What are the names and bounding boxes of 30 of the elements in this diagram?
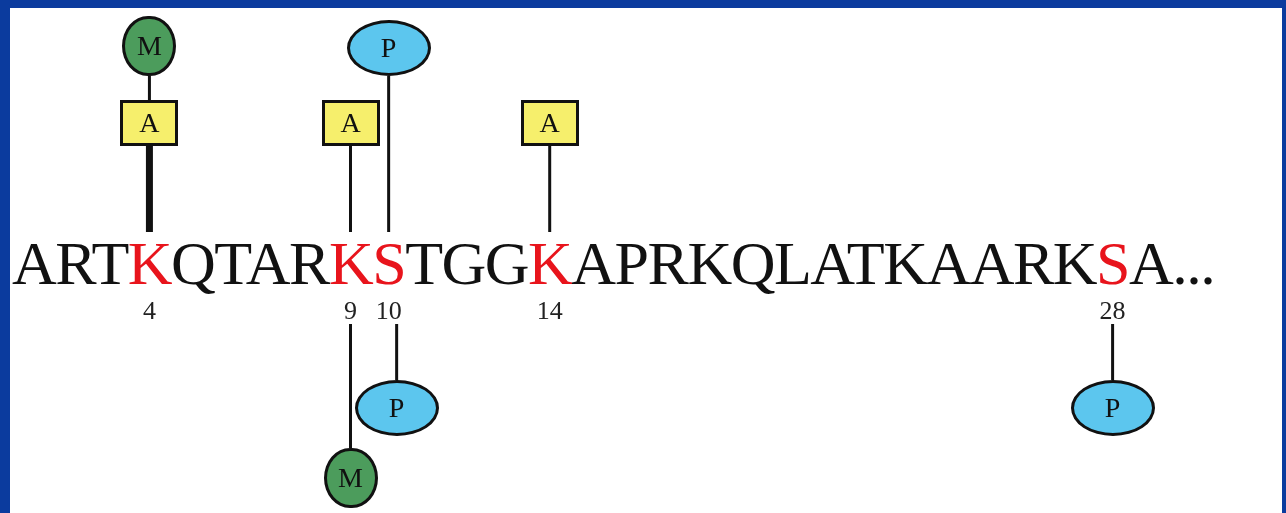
residue-number: 28 bbox=[1099, 298, 1126, 324]
phospho-ellipse: P bbox=[1070, 380, 1155, 436]
phospho-ellipse: P bbox=[346, 20, 431, 76]
residue-number: 9 bbox=[344, 298, 357, 324]
residue-number: 10 bbox=[375, 298, 402, 324]
methyl-pill: M bbox=[323, 448, 378, 508]
methyl-pill: M bbox=[122, 16, 177, 76]
connector-line bbox=[1111, 324, 1115, 380]
sequence-text: TGG bbox=[405, 232, 529, 294]
acetyl-square: A bbox=[321, 100, 380, 146]
connector-line bbox=[395, 324, 399, 380]
sequence-text: A... bbox=[1129, 232, 1215, 294]
connector-line bbox=[147, 76, 151, 100]
acetyl-square: A bbox=[520, 100, 579, 146]
connector-line bbox=[349, 146, 352, 232]
acetyl-square: A bbox=[120, 100, 179, 146]
modified-residue: K bbox=[528, 232, 572, 294]
sequence-text: APRKQLATKAARK bbox=[571, 232, 1097, 294]
residue-number: 14 bbox=[536, 298, 563, 324]
modified-residue: K bbox=[127, 232, 172, 294]
connector-line bbox=[548, 146, 552, 232]
connector-line bbox=[349, 324, 352, 448]
residue-number: 4 bbox=[142, 298, 156, 324]
phospho-ellipse: P bbox=[354, 380, 439, 436]
modified-residue: S bbox=[1096, 232, 1130, 294]
sequence-text: ART bbox=[12, 232, 128, 294]
sequence-text: QTAR bbox=[171, 232, 329, 294]
connector-line bbox=[387, 76, 391, 232]
modified-residue: S bbox=[372, 232, 406, 294]
modified-residue: K bbox=[328, 232, 373, 294]
